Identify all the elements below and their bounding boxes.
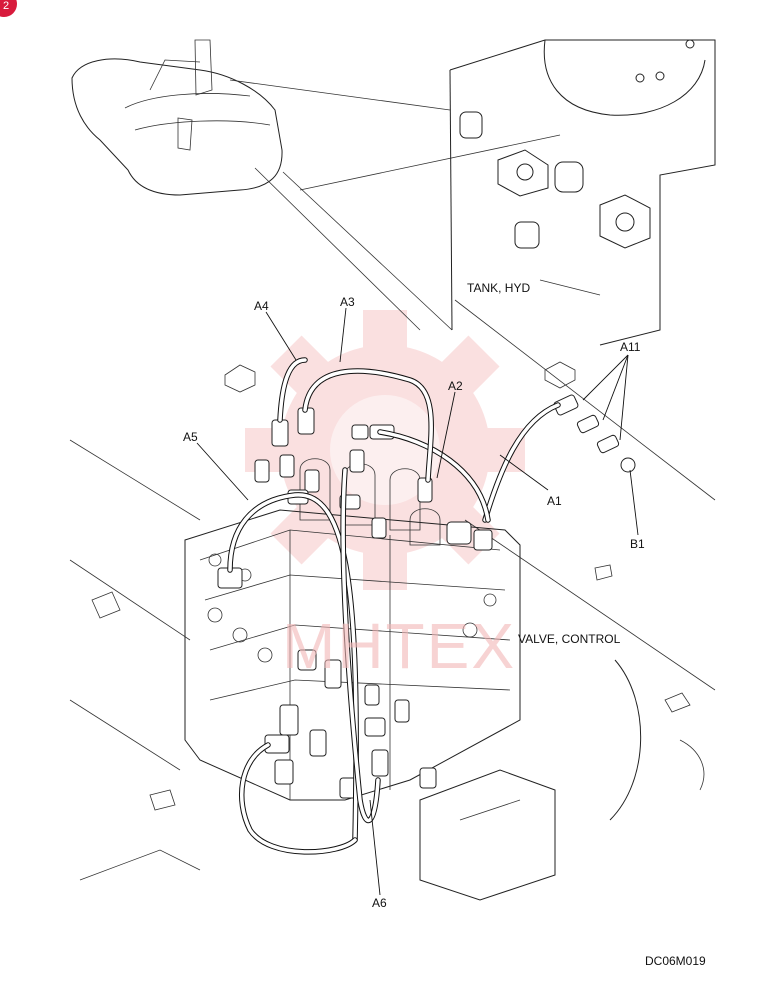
label-valve-control: VALVE, CONTROL [518,632,621,646]
frame-structure [69,39,716,901]
hoses [227,357,561,855]
drawing-code: DC06M019 [645,954,706,968]
hydraulic-tank-icon [449,39,716,346]
label-a1: A1 [547,494,562,508]
control-valve-icon [184,458,521,801]
seat-icon [71,39,283,196]
page-badge-circle [0,0,17,17]
label-a4: A4 [254,299,269,313]
label-a3: A3 [340,295,355,309]
label-a5: A5 [183,430,198,444]
page-badge-text: 2 [3,0,9,12]
label-a11: A11 [620,340,641,354]
label-a2: A2 [448,379,463,393]
label-a6: A6 [372,896,387,910]
watermark-text: MHTEX [282,610,516,682]
label-b1: B1 [630,537,645,551]
label-tank-hyd: TANK, HYD [467,281,530,295]
leader-lines [196,307,639,896]
page-badge: 2 [0,0,17,17]
